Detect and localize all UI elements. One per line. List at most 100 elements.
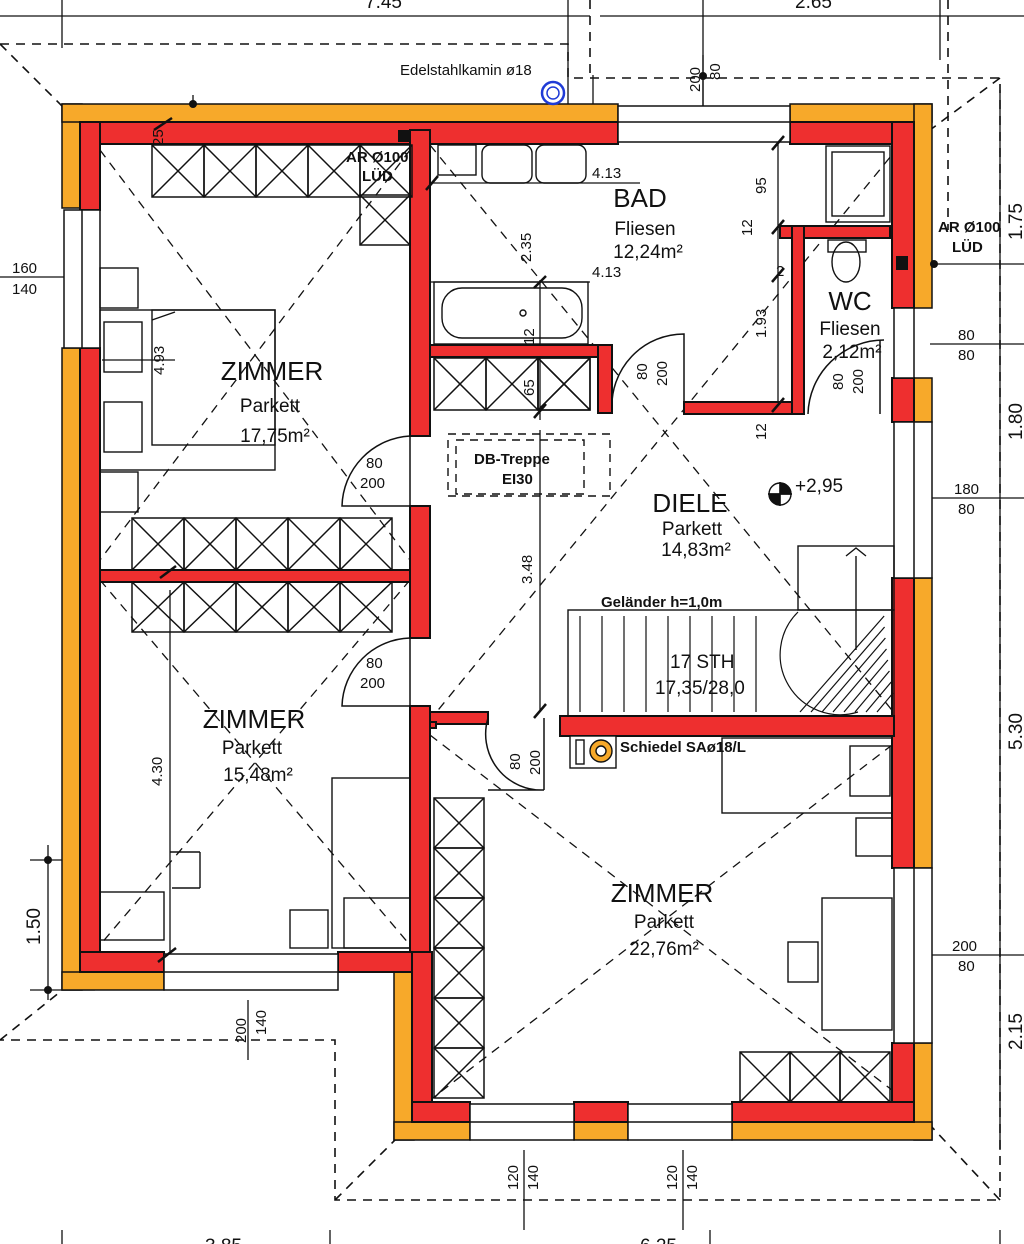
- dim-120a: 120: [505, 1165, 522, 1190]
- dim-140b: 140: [684, 1165, 701, 1190]
- wardrobe-cross: [255, 144, 309, 198]
- dim-80-wcd: 80: [830, 373, 847, 390]
- room-name-zimmer-bl: ZIMMER: [203, 704, 306, 734]
- wardrobe-cross: [339, 517, 393, 571]
- dim-175: 1.75: [1006, 203, 1024, 240]
- stair-tread: [876, 692, 894, 713]
- room-floor-diele: Parkett: [662, 519, 723, 540]
- label-kamin: Edelstahlkamin ø18: [400, 62, 532, 79]
- dimension-texts: 7.45 2.65 3.85 6.25 160 140 4.13 4.13 2 …: [12, 0, 979, 1244]
- dim-235: 2.35: [518, 233, 535, 262]
- dim-95: 95: [753, 177, 770, 194]
- wardrobe-cross: [235, 517, 289, 571]
- roof-outline: [0, 0, 1001, 1201]
- dim-12c: 12: [521, 328, 538, 345]
- wardrobe-cross: [131, 581, 185, 633]
- label-sth-1: 17 STH: [670, 652, 734, 673]
- stair-tread: [843, 659, 889, 713]
- dim-493: 4.93: [151, 346, 168, 375]
- label-level: +2,95: [795, 476, 843, 497]
- dim-348: 3.48: [519, 555, 536, 584]
- dim-bottom-left: 3.85: [205, 1236, 242, 1244]
- wardrobe-cross: [433, 847, 485, 899]
- wardrobe-cell: [339, 517, 393, 571]
- label-ar1-b: LÜD: [362, 168, 393, 185]
- wardrobe-cross: [839, 1051, 891, 1103]
- dim-80-br: 80: [958, 958, 975, 975]
- wardrobe-cell: [359, 144, 413, 198]
- chimney-symbol: [540, 80, 566, 106]
- dim-530: 5.30: [1006, 713, 1024, 750]
- wardrobe-cross: [359, 194, 411, 246]
- dimension-ticks: [153, 116, 785, 963]
- dim-413a: 4.13: [592, 165, 621, 182]
- room-area-zimmer-br: 22,76m²: [629, 939, 699, 960]
- label-gelaender: Geländer h=1,0m: [601, 594, 722, 611]
- label-ar1-a: AR Ø100: [346, 149, 409, 166]
- dim-25: 25: [150, 129, 167, 146]
- wardrobe-cross: [433, 357, 487, 411]
- stair-tread: [854, 670, 890, 713]
- label-treppe-1: DB-Treppe: [474, 451, 550, 468]
- dim-200-z2: 200: [360, 675, 385, 692]
- wardrobe-cross: [433, 997, 485, 1049]
- wardrobe-cross: [183, 517, 237, 571]
- dim-80-z2: 80: [366, 655, 383, 672]
- room-area-bad: 12,24m²: [613, 242, 683, 263]
- wardrobe-cell: [839, 1051, 891, 1103]
- wardrobe-cell: [537, 357, 591, 411]
- stair-tread: [865, 681, 892, 713]
- room-area-zimmer-tl: 17,75m²: [240, 426, 310, 447]
- dim-200-bad: 200: [654, 361, 671, 386]
- wardrobe-cross: [287, 517, 341, 571]
- room-name-wc: WC: [828, 286, 871, 316]
- dim-80-bad: 80: [634, 363, 651, 380]
- dim-140-bl: 140: [253, 1010, 270, 1035]
- wardrobe-cross: [359, 144, 413, 198]
- wall-layer: [79, 121, 915, 1123]
- wardrobe-cross: [183, 581, 237, 633]
- wardrobe-cross: [537, 357, 591, 411]
- stair-curve: [779, 611, 859, 716]
- dim-200-wcd: 200: [850, 369, 867, 394]
- wardrobe-cross: [131, 517, 185, 571]
- wardrobe-cross: [433, 797, 485, 849]
- wardrobe-cross: [203, 144, 257, 198]
- stair-tread: [821, 637, 886, 713]
- stair-tread: [799, 615, 885, 713]
- dim-200-z1: 200: [360, 475, 385, 492]
- dim-430: 4.30: [149, 757, 166, 786]
- wardrobe-cell: [359, 194, 411, 246]
- dim-80-wc2: 80: [958, 347, 975, 364]
- wardrobe-cross: [433, 947, 485, 999]
- dim-200-top: 200: [687, 67, 704, 92]
- dim-12a: 12: [739, 219, 756, 236]
- room-name-diele: DIELE: [652, 488, 727, 518]
- wardrobe-cross: [339, 581, 393, 633]
- room-floor-wc: Fliesen: [819, 319, 880, 340]
- vent-symbols: [44, 72, 938, 994]
- dim-150: 1.50: [24, 908, 45, 945]
- windows: [63, 105, 933, 1141]
- wardrobe-cross: [433, 897, 485, 949]
- wardrobe-cross: [789, 1051, 841, 1103]
- dim-180: 180: [954, 481, 979, 498]
- dim-80-z1: 80: [366, 455, 383, 472]
- dim-80-wc: 80: [958, 327, 975, 344]
- room-name-bad: BAD: [613, 183, 666, 213]
- room-floor-bad: Fliesen: [614, 219, 675, 240]
- room-area-zimmer-bl: 15,48m²: [223, 765, 293, 786]
- dim-80-top: 80: [707, 63, 724, 80]
- dim-180-big: 1.80: [1006, 403, 1024, 440]
- dim-140a: 140: [525, 1165, 542, 1190]
- dim-80-r: 80: [958, 501, 975, 518]
- dim-120b: 120: [664, 1165, 681, 1190]
- wardrobe-cross: [739, 1051, 791, 1103]
- wardrobe-cell: [339, 581, 393, 633]
- room-floor-zimmer-bl: Parkett: [222, 738, 283, 759]
- chimney-inner: [546, 86, 560, 100]
- dimension-texts-vertical: 200 80 25 4.93 2.35 95 12 1.93 12 12 65 …: [24, 63, 1024, 1190]
- label-schiedel: Schiedel SAø18/L: [620, 739, 746, 756]
